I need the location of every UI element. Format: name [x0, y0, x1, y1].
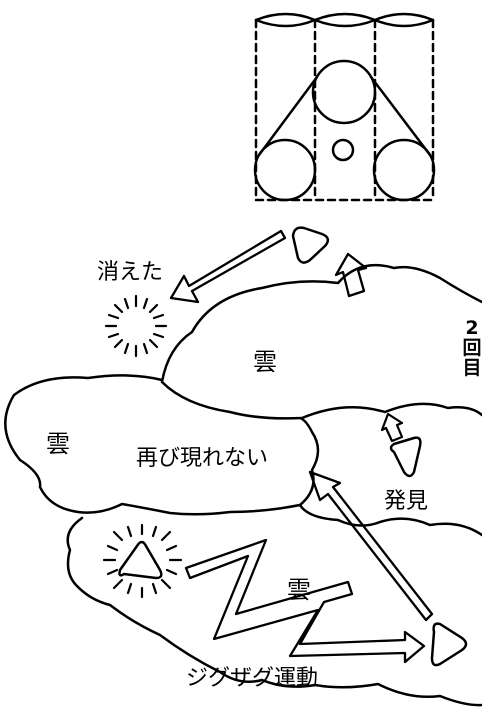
- label-cloud-lower: 雲: [287, 576, 311, 604]
- arrow-zigzag: [184, 538, 426, 664]
- label-found: 発見: [384, 489, 429, 514]
- cloud-upper-outline: [160, 263, 482, 420]
- cylinder-tops: [254, 12, 435, 28]
- belt-left: [257, 75, 319, 157]
- target-triangle-bottom: [430, 622, 468, 667]
- hidden-triangle: [118, 540, 163, 580]
- roller-center-small: [331, 138, 355, 162]
- arrow-to-vanish: [169, 229, 287, 304]
- label-cloud-left: 雲: [46, 430, 70, 458]
- arrow-long-return: [308, 470, 434, 622]
- label-not-reappear: 再び現れない: [136, 446, 269, 471]
- label-cloud-upper: 雲: [253, 348, 277, 376]
- hidden-sparkle: [102, 523, 183, 599]
- roller-top: [311, 59, 377, 125]
- cloud-lower-outline: [66, 503, 482, 707]
- cloud-left-outline: [4, 374, 320, 516]
- label-round: 2回目: [462, 317, 482, 379]
- vanish-sparkle: [104, 294, 168, 358]
- found-triangle: [389, 436, 422, 478]
- label-vanished: 消えた: [97, 260, 164, 285]
- label-zigzag: ジグザグ運動: [186, 666, 319, 691]
- arrow-emerge: [334, 252, 368, 298]
- roller-left: [253, 138, 317, 202]
- cylinder-device: [253, 12, 436, 202]
- arrow-found: [380, 412, 404, 443]
- belt-right: [369, 75, 432, 157]
- roller-right: [372, 138, 436, 202]
- target-triangle-top: [291, 226, 330, 264]
